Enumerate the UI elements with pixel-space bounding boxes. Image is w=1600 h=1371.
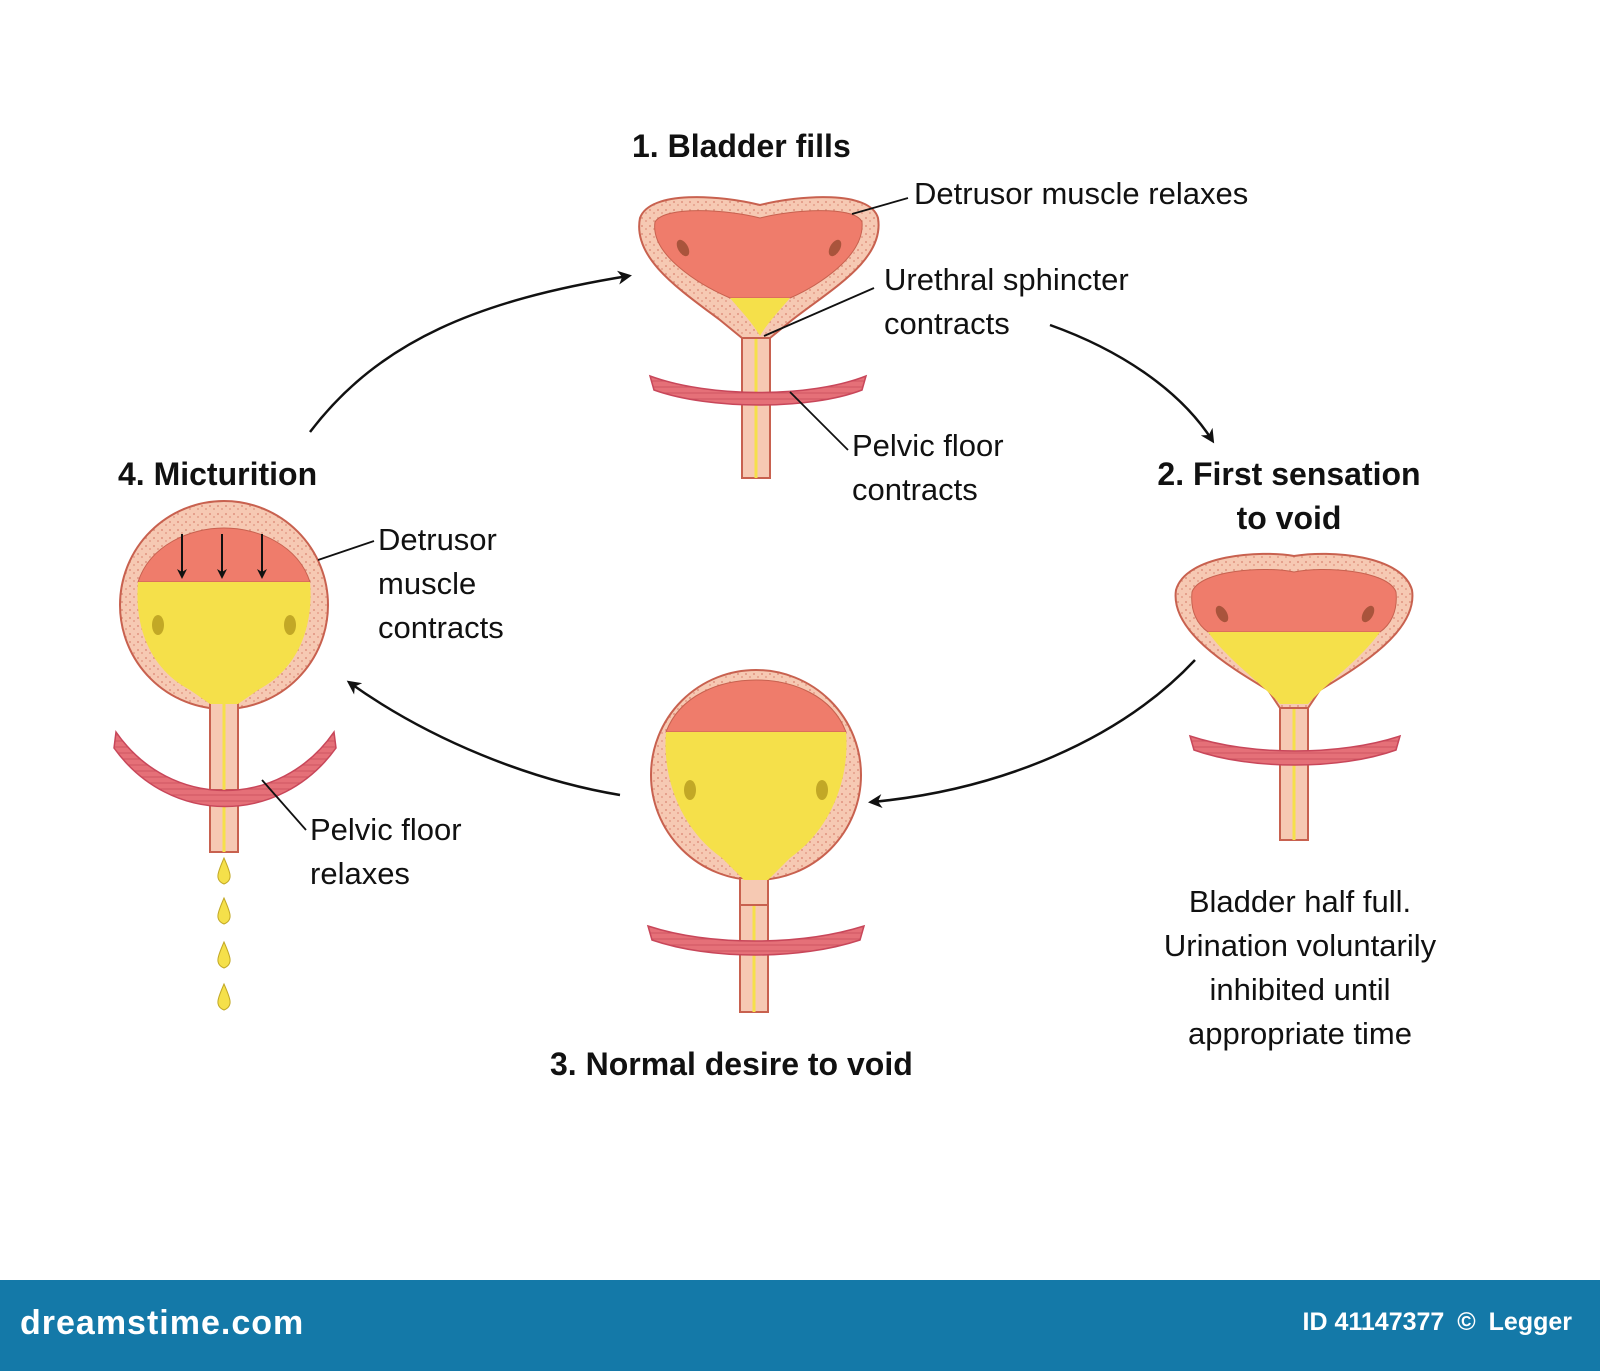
leader-pelvic-contracts xyxy=(789,391,849,451)
label-detrusor-contracts-line1: Detrusor xyxy=(378,522,497,557)
footer-image-id: ID 41147377 © Legger xyxy=(1297,1308,1572,1337)
stage-2-title: 2. First sensation to void xyxy=(1134,452,1444,540)
label-pelvic-floor-contracts-line2: contracts xyxy=(852,472,978,507)
label-detrusor-contracts-line3: contracts xyxy=(378,610,504,645)
note-line1: Bladder half full. xyxy=(1188,884,1412,919)
label-urethral-sphincter-line2: contracts xyxy=(884,306,1010,341)
label-urethral-sphincter-line1: Urethral sphincter xyxy=(884,262,1129,297)
footer-id-text: ID 41147377 xyxy=(1302,1308,1445,1336)
label-detrusor-relaxes: Detrusor muscle relaxes xyxy=(914,176,1249,211)
urine-drop xyxy=(217,940,231,969)
copyright-icon: © xyxy=(1457,1308,1476,1336)
note-line2: Urination voluntarily xyxy=(1163,928,1437,963)
bladder-stage-2 xyxy=(1174,552,1414,841)
stage-2-title-line2: to void xyxy=(1236,500,1342,536)
cycle-arrow-3-to-4 xyxy=(346,680,621,797)
footer-bar: dreamstime.com ID 41147377 © Legger xyxy=(0,1280,1600,1371)
label-pelvic-floor-contracts-line1: Pelvic floor xyxy=(852,428,1004,463)
stage-2-title-line1: 2. First sensation xyxy=(1157,456,1421,492)
label-pelvic-floor-contracts: Pelvic floor contracts xyxy=(852,424,1004,512)
label-pelvic-floor-relaxes-line2: relaxes xyxy=(310,856,410,891)
leader-pelvic-relaxes xyxy=(261,779,307,831)
urine-drop xyxy=(217,982,231,1011)
label-detrusor-contracts-line2: muscle xyxy=(378,566,477,601)
label-pelvic-floor-relaxes: Pelvic floor relaxes xyxy=(310,808,462,896)
cycle-arrow-2-to-3 xyxy=(868,659,1196,809)
bladder-stage-3 xyxy=(646,669,866,1013)
stage-4-title: 4. Micturition xyxy=(118,456,318,492)
cycle-arrow-4-to-1 xyxy=(309,270,632,433)
bladder-stage-1 xyxy=(638,196,880,479)
note-bladder-half-full: Bladder half full. Urination voluntarily… xyxy=(1130,880,1470,1056)
stage-1-title: 1. Bladder fills xyxy=(632,128,851,164)
bladder-stage-4 xyxy=(113,500,337,1011)
leader-detrusor-contracts xyxy=(317,540,375,561)
note-line3: inhibited until xyxy=(1209,972,1391,1007)
urine-drop xyxy=(217,856,231,885)
leader-sphincter xyxy=(763,287,875,337)
label-detrusor-contracts: Detrusor muscle contracts xyxy=(378,518,504,650)
bladder-cycle-diagram xyxy=(113,196,1414,1013)
footer-author: Legger xyxy=(1488,1308,1572,1336)
label-pelvic-floor-relaxes-line1: Pelvic floor xyxy=(310,812,462,847)
note-line4: appropriate time xyxy=(1187,1016,1412,1051)
footer-brand-logo: dreamstime.com xyxy=(20,1304,305,1342)
label-urethral-sphincter: Urethral sphincter contracts xyxy=(884,258,1129,346)
stage-3-title: 3. Normal desire to void xyxy=(550,1046,913,1082)
leader-detrusor-relaxes xyxy=(851,197,909,215)
cycle-arrow-1-to-2 xyxy=(1049,323,1215,444)
urine-drop xyxy=(217,896,231,925)
